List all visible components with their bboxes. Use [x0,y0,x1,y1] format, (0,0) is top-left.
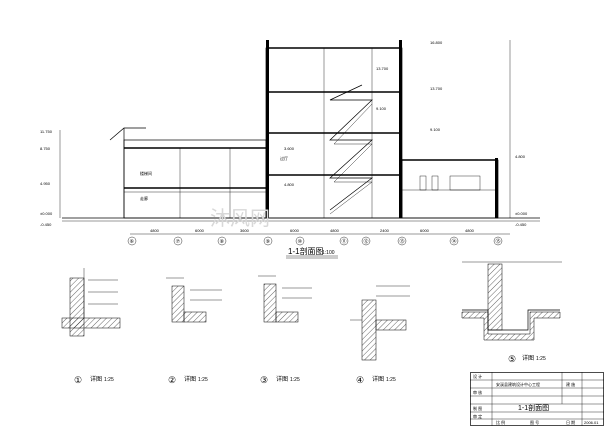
svg-text:①: ① [74,375,82,385]
axis-label-1: ⑦ [176,239,181,245]
svg-text:1:25: 1:25 [104,377,114,383]
dim-3: 6000 [290,228,300,233]
detail-2-drawing [166,277,222,323]
elev-right-2: 9.100 [430,127,441,132]
tower-section [265,40,403,219]
tb-draw-label: 制 图 [473,405,482,411]
left-wing-section [109,127,267,219]
svg-text:详图: 详图 [522,354,534,362]
dim-6: 6000 [420,228,430,233]
elev-left-2: 4.950 [40,181,51,186]
tb-check-label: 审 核 [473,389,482,395]
inner-mark-2: 9.100 [376,106,387,111]
detail-5-label: ⑤ 详图 1:25 [508,354,546,364]
elev-right-4: ±0.000 [515,211,528,216]
tb-stage: 建 施 [566,381,575,387]
title-block: 设 计 审 核 制 图 审 定 安溪县建筑设计中心工程 建 施 1-1剖面图 比… [470,372,604,426]
right-elevation-marks: 16.800 13.700 9.100 4.800 ±0.000 -0.450 [430,40,528,227]
svg-text:详图: 详图 [90,375,102,383]
room-label-2: 过厅 [280,155,288,161]
tb-date-value: 2006.01 [584,420,599,425]
svg-text:③: ③ [260,375,268,385]
axis-label-7: ⑬ [400,238,405,245]
axis-label-0: ⑥ [130,239,135,245]
section-scale: 1:100 [322,250,335,256]
detail-1-label: ① 详图 1:25 [74,375,114,385]
detail-3-drawing [258,275,312,323]
axis-label-8: ⑭ [452,238,457,245]
dim-7: 4800 [465,228,475,233]
right-wing-section [401,158,499,219]
axis-label-5: ⑪ [342,238,347,245]
axis-label-6: ⑫ [364,238,369,245]
inner-mark-0: 4.800 [284,182,295,187]
axis-label-4: ⑩ [298,239,303,245]
left-elevation-marks: 11.750 8.750 4.950 ±0.000 -0.450 [40,129,61,227]
room-label-1: 走廊 [140,195,148,201]
dim-4: 4800 [330,228,340,233]
tb-date-label: 日 期 [566,419,575,425]
svg-text:详图: 详图 [372,375,384,383]
elev-right-0: 16.800 [430,40,443,45]
elev-left-4: -0.450 [40,222,52,227]
tb-no-label: 图 号 [530,419,539,425]
elev-right-1: 13.700 [430,86,443,91]
room-label-0: 楼梯间 [140,170,152,176]
svg-text:1:25: 1:25 [198,377,208,383]
watermark: 沐风网 [210,207,270,230]
dim-0: 4800 [150,228,160,233]
svg-text:详图: 详图 [184,375,196,383]
dim-5: 2400 [380,228,390,233]
dim-1: 6000 [195,228,205,233]
svg-text:1:25: 1:25 [536,356,546,362]
svg-text:详图: 详图 [276,375,288,383]
tb-design-label: 设 计 [473,373,482,379]
inner-mark-3: 13.700 [376,66,389,71]
svg-text:⑤: ⑤ [508,354,516,364]
section-title: 1-1剖面图 [288,246,324,256]
detail-4-label: ④ 详图 1:25 [356,375,396,385]
svg-text:1:25: 1:25 [386,377,396,383]
dimension-line: 4800 6000 3600 6000 4800 2400 6000 4800 [130,228,510,235]
tb-approve-label: 审 定 [473,413,482,419]
stair-flights [329,84,374,211]
tb-project: 安溪县建筑设计中心工程 [496,381,540,387]
elev-left-1: 8.750 [40,146,51,151]
dim-2: 3600 [240,228,250,233]
svg-text:1:25: 1:25 [290,377,300,383]
detail-4-drawing [350,285,410,361]
detail-5-drawing [461,261,562,341]
detail-3-label: ③ 详图 1:25 [260,375,300,385]
axis-bubbles: ⑥ ⑦ ⑧ ⑨ ⑩ ⑪ ⑫ ⑬ ⑭ ⑮ [127,236,503,246]
tb-scale-label: 比 例 [496,419,505,425]
inner-mark-1: 3.600 [284,146,295,151]
axis-label-3: ⑨ [266,239,271,245]
detail-1-drawing [61,268,121,337]
axis-label-2: ⑧ [220,239,225,245]
detail-2-label: ② 详图 1:25 [168,375,208,385]
svg-text:④: ④ [356,375,364,385]
axis-label-9: ⑮ [496,238,501,245]
svg-text:②: ② [168,375,176,385]
elev-right-3: 4.800 [515,154,526,159]
tb-sheet-title: 1-1剖面图 [518,403,549,412]
elev-right-5: -0.450 [515,222,527,227]
elev-left-3: ±0.000 [40,211,53,216]
elev-left-0: 11.750 [40,129,53,134]
